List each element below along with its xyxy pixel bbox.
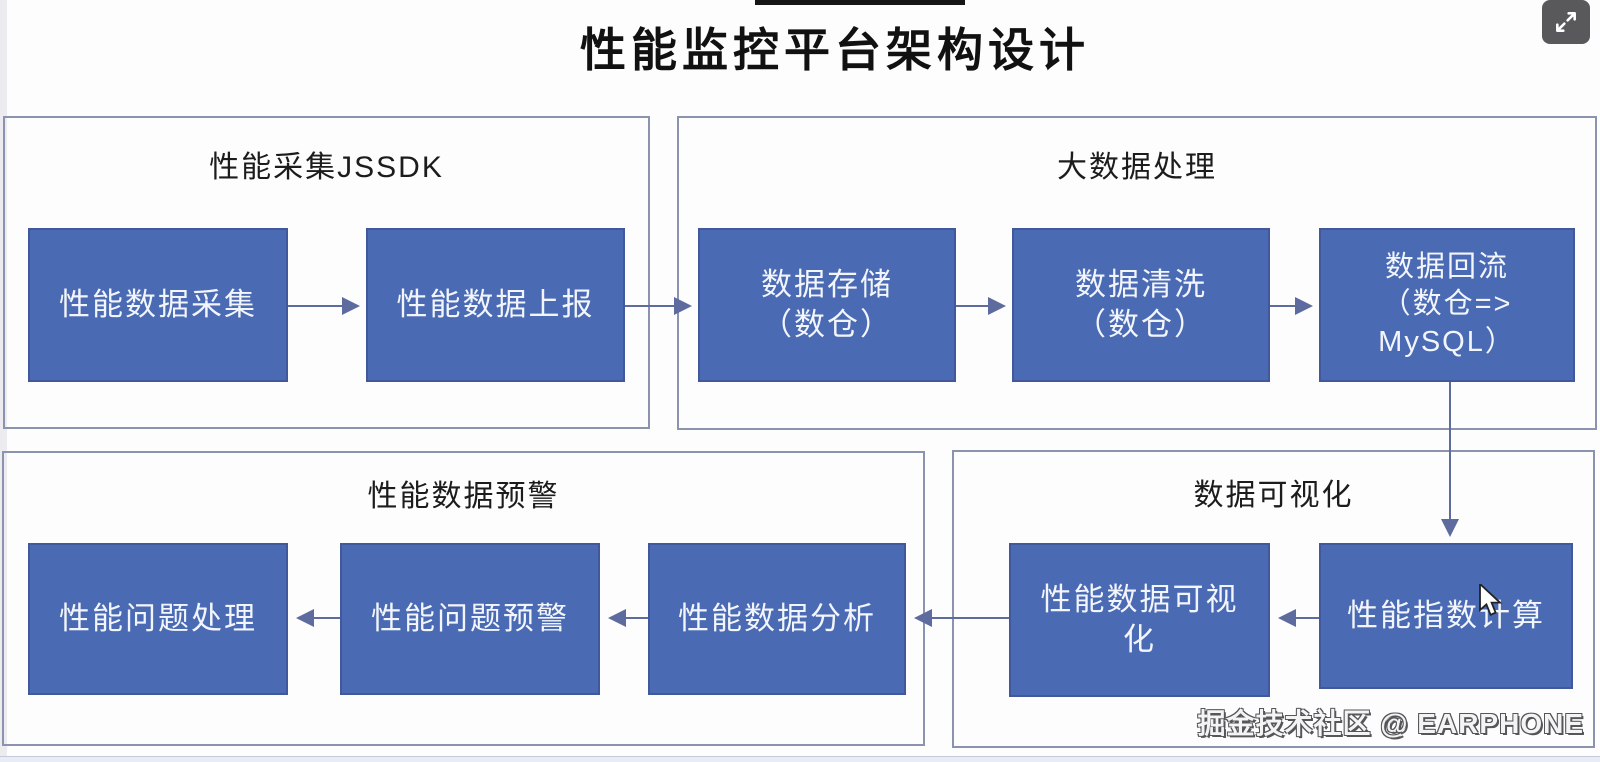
- group-visualization: 数据可视化: [952, 450, 1595, 748]
- node-data-analyze: 性能数据分析: [648, 543, 906, 695]
- node-issue-handle: 性能问题处理: [28, 543, 288, 695]
- fullscreen-expand-icon: [1556, 12, 1576, 32]
- fullscreen-button[interactable]: [1542, 0, 1590, 44]
- group-title: 大数据处理: [1057, 151, 1217, 184]
- group-title: 性能数据预警: [367, 480, 560, 513]
- group-alert: 性能数据预警: [2, 451, 925, 746]
- top-clipped-bar: [755, 0, 965, 5]
- node-perf-data-collect: 性能数据采集: [28, 228, 288, 382]
- node-index-compute: 性能指数计算: [1319, 543, 1573, 689]
- group-bigdata: 大数据处理: [677, 116, 1597, 430]
- node-data-backflow: 数据回流 （数仓=> MySQL）: [1319, 228, 1575, 382]
- node-data-clean: 数据清洗 （数仓）: [1012, 228, 1270, 382]
- diagram-title: 性能监控平台架构设计: [580, 24, 1090, 76]
- watermark: 掘金技术社区 @ EARPHONE: [1197, 708, 1584, 739]
- node-perf-data-report: 性能数据上报: [366, 228, 625, 382]
- node-data-visualize: 性能数据可视 化: [1009, 543, 1270, 697]
- node-issue-warn: 性能问题预警: [340, 543, 600, 695]
- bottom-edge-strip: [0, 756, 1600, 762]
- group-jssdk: 性能采集JSSDK: [3, 116, 650, 429]
- group-title: 性能采集JSSDK: [209, 151, 444, 184]
- node-data-storage: 数据存储 （数仓）: [698, 228, 956, 382]
- group-title: 数据可视化: [1193, 479, 1354, 512]
